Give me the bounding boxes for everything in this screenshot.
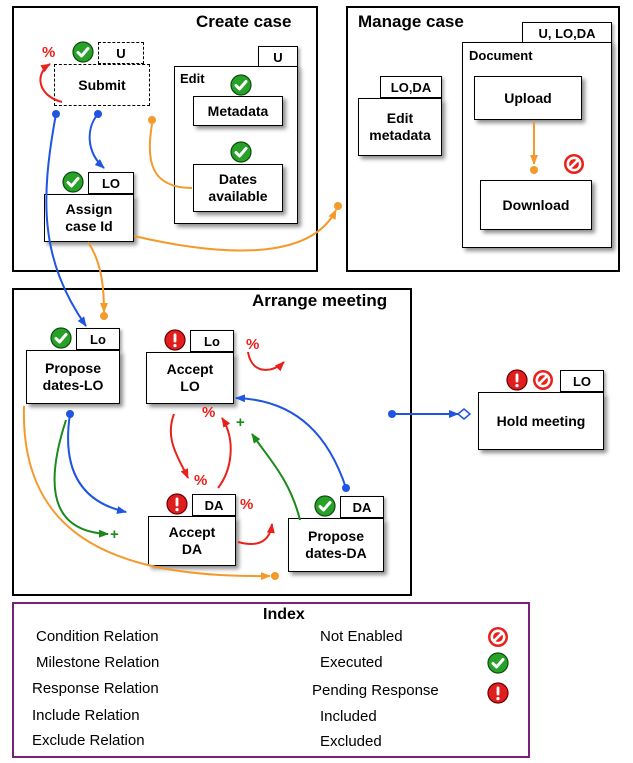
include-mark: +	[110, 526, 119, 543]
create-case-title: Create case	[196, 12, 292, 31]
accept-lo-activity[interactable]: Accept LO	[146, 352, 234, 404]
download-activity[interactable]: Download	[480, 180, 592, 230]
document-group-label: Document	[469, 48, 533, 63]
legend-title: Index	[263, 606, 305, 623]
check-circle-icon	[230, 141, 252, 163]
no-entry-icon	[563, 153, 585, 175]
legend-milestone-label: Milestone Relation	[36, 654, 160, 671]
accept-da-activity[interactable]: Accept DA	[148, 516, 236, 566]
propose-da-role-tag: DA	[340, 496, 384, 518]
exclude-mark: %	[194, 472, 208, 489]
edit-metadata-activity[interactable]: Edit metadata	[358, 98, 442, 156]
propose-dates-lo-activity[interactable]: Propose dates-LO	[26, 350, 120, 404]
legend-excluded-label: Excluded	[320, 733, 382, 750]
legend-condition-label: Condition Relation	[36, 628, 159, 645]
include-mark: +	[236, 414, 245, 431]
hold-meeting-role-tag: LO	[560, 370, 604, 392]
accept-da-role-tag: DA	[192, 494, 236, 516]
propose-dates-da-activity[interactable]: Propose dates-DA	[288, 518, 384, 572]
document-group-role-tag: U, LO,DA	[522, 22, 612, 44]
legend-not-enabled-label: Not Enabled	[320, 628, 403, 645]
legend-index: Index Condition Relation Milestone Relat…	[12, 602, 530, 758]
check-circle-icon	[62, 171, 84, 193]
exclude-mark: %	[240, 496, 254, 513]
propose-lo-role-tag: Lo	[76, 328, 120, 350]
dates-available-activity[interactable]: Dates available	[193, 164, 283, 212]
legend-executed-label: Executed	[320, 654, 383, 671]
assign-role-tag: LO	[88, 172, 134, 194]
milestone-diamond	[456, 408, 472, 420]
accept-lo-role-tag: Lo	[190, 330, 234, 352]
exclamation-circle-icon	[487, 682, 509, 704]
no-entry-icon	[487, 626, 509, 648]
exclamation-circle-icon	[506, 369, 528, 391]
exclude-mark: %	[246, 336, 260, 353]
upload-activity[interactable]: Upload	[474, 76, 582, 120]
check-circle-icon	[487, 652, 509, 674]
exclude-mark: %	[42, 44, 56, 61]
submit-role-tag: U	[98, 42, 144, 64]
check-circle-icon	[72, 41, 94, 63]
exclamation-circle-icon	[166, 493, 188, 515]
legend-include-label: Include Relation	[32, 707, 140, 724]
no-entry-icon	[532, 369, 554, 391]
legend-included-label: Included	[320, 708, 377, 725]
legend-response-label: Response Relation	[32, 680, 159, 697]
edit-metadata-role-tag: LO,DA	[380, 76, 442, 98]
check-circle-icon	[230, 74, 252, 96]
hold-meeting-activity[interactable]: Hold meeting	[478, 392, 604, 450]
legend-exclude-label: Exclude Relation	[32, 732, 145, 749]
edit-group-role-tag: U	[258, 46, 298, 68]
submit-activity[interactable]: Submit	[54, 64, 150, 106]
arrange-meeting-title: Arrange meeting	[252, 291, 388, 310]
assign-case-id-activity[interactable]: Assign case Id	[44, 194, 134, 242]
edit-group-label: Edit	[180, 71, 205, 86]
check-circle-icon	[50, 327, 72, 349]
check-circle-icon	[314, 495, 336, 517]
manage-case-title: Manage case	[358, 12, 464, 31]
exclamation-circle-icon	[164, 329, 186, 351]
legend-pending-label: Pending Response	[312, 682, 439, 699]
metadata-activity[interactable]: Metadata	[193, 96, 283, 126]
exclude-mark: %	[202, 404, 216, 421]
